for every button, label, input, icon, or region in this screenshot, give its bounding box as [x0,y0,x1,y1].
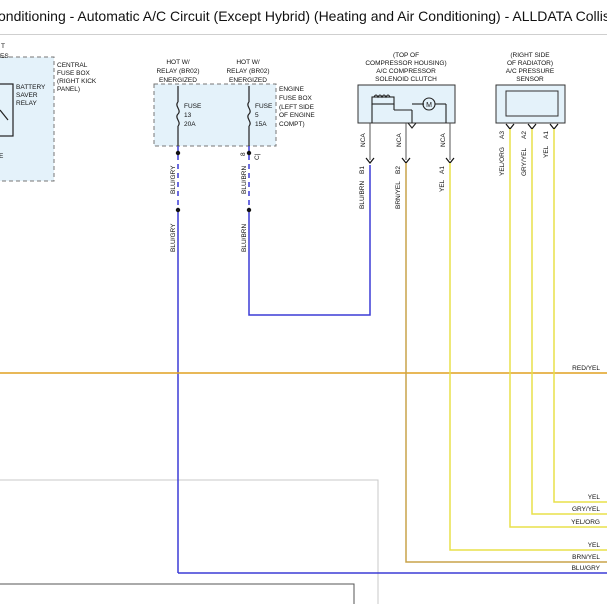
left-top-label-1: T [1,43,5,50]
compressor-pin-b1: B1 [359,166,366,174]
sensor-wire-yel: YEL [543,145,550,158]
engine-fuse-label-2: FUSE BOX [279,95,313,102]
compressor-pin-b2: B2 [395,166,402,174]
fuse-13-symbol [176,86,180,146]
sensor-pin-a2: A2 [521,131,528,139]
compressor-wire-brn-yel: BRN/YEL [395,181,402,209]
engine-fuse-box: HOT W/ RELAY (BR02) ENERGIZED HOT W/ REL… [153,59,315,160]
motor-symbol: M [426,102,432,109]
central-fuse-label-4: PANEL) [57,86,80,93]
engine-fuse-label-3: (LEFT SIDE [279,104,315,111]
compressor-header-1: (TOP OF [393,52,419,59]
fuse-wire-connectors [175,150,252,213]
fuse5-pin: 8 [240,152,247,156]
bus-label-blu-gry: BLU/GRY [572,565,601,572]
compressor-wire-yel: YEL [439,179,446,192]
bus-label-yel-2: YEL [588,542,601,549]
sensor-wire-gry-yel: GRY/YEL [521,148,528,176]
fuse5-pin-mark: C| [254,153,261,160]
wire-label-blu-brn-upper: BLU/BRN [241,166,248,194]
compressor-wire-blu-brn: BLU/BRN [359,181,366,209]
compressor-pins [365,157,455,164]
sensor-pin-a3: A3 [499,131,506,139]
relay-label-3: RELAY [16,100,37,107]
bus-label-gry-yel: GRY/YEL [572,506,600,513]
fuse13-header-1: HOT W/ [166,59,190,66]
wire-label-blu-gry-upper: BLU/GRY [170,165,177,194]
compressor-header-2: COMPRESSOR HOUSING) [365,60,446,67]
central-fuse-box: T ES BATTERY SAVER RELAY E CENTRAL FUSE … [0,43,97,182]
fuse13-label-3: 20A [184,121,196,128]
engine-fuse-label-4: OF ENGINE [279,112,315,119]
relay-label-1: BATTERY [16,84,46,91]
fuse13-header-3: ENERGIZED [159,77,197,84]
fuse-wires [177,146,371,573]
engine-fuse-label-5: COMPT) [279,121,305,128]
bus-label-yel-1: YEL [588,494,601,501]
sensor-pin-a1: A1 [543,131,550,139]
compressor-nca-2: NCA [396,133,403,147]
sensor-header-1: (RIGHT SIDE [510,52,550,59]
compressor-internal-wires [369,123,451,160]
fuse5-label-1: FUSE [255,103,273,110]
background-panels [0,479,379,604]
fuse13-label-2: 13 [184,112,192,119]
fuse13-header-2: RELAY (BR02) [156,68,199,75]
sensor-header-2: OF RADIATOR) [507,60,553,67]
relay-label-2: SAVER [16,92,38,99]
bus-label-red-yel: RED/YEL [572,365,600,372]
fuse-5-symbol [247,86,251,146]
central-fuse-label-1: CENTRAL [57,62,88,69]
fuse5-header-3: ENERGIZED [229,77,267,84]
compressor-header-4: SOLENOID CLUTCH [375,76,437,83]
compressor-header-3: A/C COMPRESSOR [376,68,436,75]
fuse5-header-1: HOT W/ [236,59,260,66]
ac-compressor: (TOP OF COMPRESSOR HOUSING) A/C COMPRESS… [357,52,456,147]
sensor-wire-yel-org: YEL/ORG [499,147,506,176]
page-title: onditioning - Automatic A/C Circuit (Exc… [0,8,607,24]
sensor-pins [505,123,559,130]
left-edge-letter: E [0,153,4,160]
fuse5-label-2: 5 [255,112,259,119]
compressor-pin-a1: A1 [439,166,446,174]
compressor-nca-1: NCA [360,133,367,147]
left-top-label-2: ES [0,53,9,60]
wire-label-blu-brn-lower: BLU/BRN [241,224,248,252]
sensor-bus-wires [509,129,607,528]
fuse5-header-2: RELAY (BR02) [226,68,269,75]
sensor-header-4: SENSOR [516,76,544,83]
fuse5-label-3: 15A [255,121,267,128]
compressor-bus-wires [405,163,607,563]
title-bar: onditioning - Automatic A/C Circuit (Exc… [0,0,607,35]
ac-pressure-sensor: (RIGHT SIDE OF RADIATOR) A/C PRESSURE SE… [495,52,566,124]
fuse13-label-1: FUSE [184,103,202,110]
wire-label-blu-gry-lower: BLU/GRY [170,223,177,252]
central-fuse-label-2: FUSE BOX [57,70,91,77]
compressor-nca-3: NCA [440,133,447,147]
engine-fuse-label-1: ENGINE [279,86,305,93]
bus-label-yel-org: YEL/ORG [571,519,600,526]
bus-label-brn-yel: BRN/YEL [572,554,600,561]
sensor-header-3: A/C PRESSURE [506,68,555,75]
central-fuse-label-3: (RIGHT KICK [57,78,97,85]
